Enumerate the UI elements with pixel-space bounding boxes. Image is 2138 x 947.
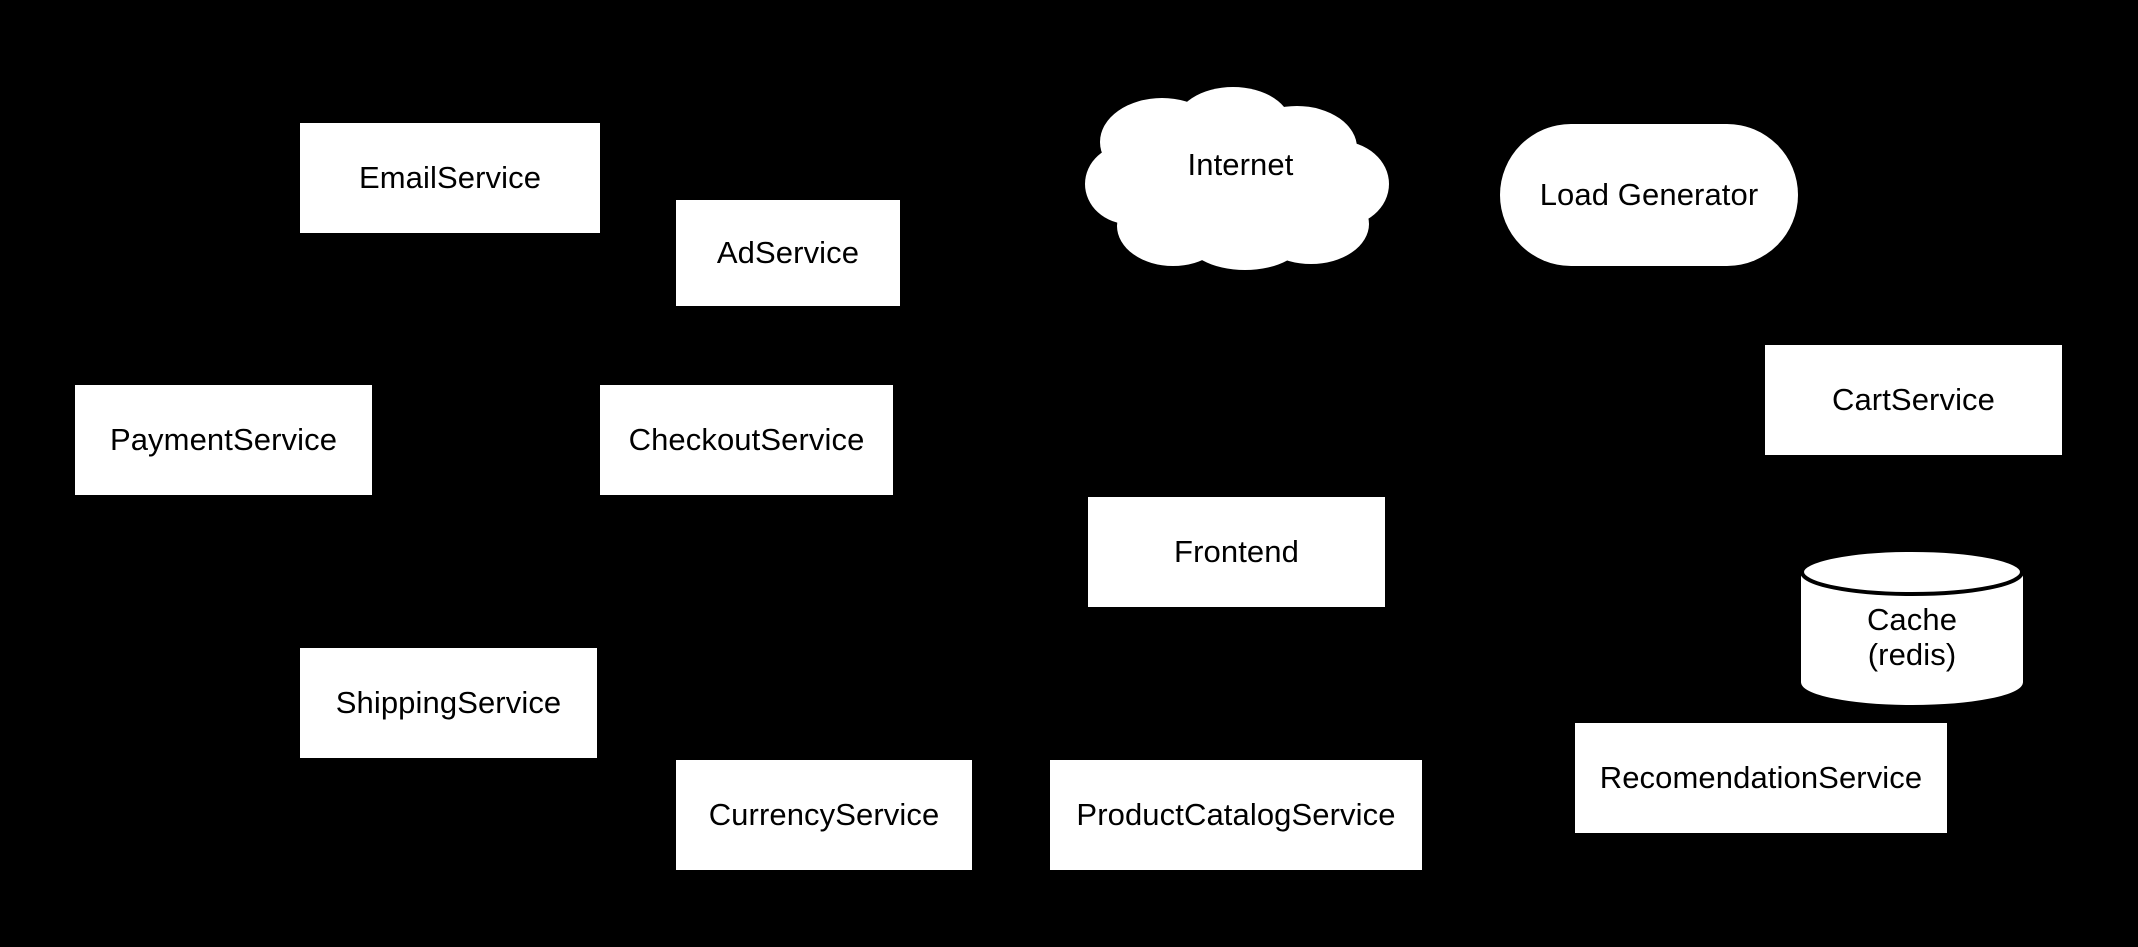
node-label-ad-service: AdService	[716, 235, 860, 271]
node-label-cart-service: CartService	[1831, 382, 1996, 418]
node-ad-service[interactable]: AdService	[676, 200, 900, 306]
node-cache-redis[interactable]: Cache (redis)	[1798, 548, 2026, 706]
node-internet[interactable]: Internet	[1085, 80, 1390, 270]
node-product-catalog-service[interactable]: ProductCatalogService	[1050, 760, 1422, 870]
node-load-generator[interactable]: Load Generator	[1500, 124, 1798, 266]
node-payment-service[interactable]: PaymentService	[75, 385, 372, 495]
cloud-icon	[1085, 87, 1389, 270]
node-shipping-service[interactable]: ShippingService	[300, 648, 597, 758]
node-cart-service[interactable]: CartService	[1765, 345, 2062, 455]
node-frontend[interactable]: Frontend	[1088, 497, 1385, 607]
node-currency-service[interactable]: CurrencyService	[676, 760, 972, 870]
node-label-payment-service: PaymentService	[109, 422, 338, 458]
node-label-shipping-service: ShippingService	[335, 685, 562, 721]
node-label-recomendation-service: RecomendationService	[1599, 760, 1923, 796]
node-email-service[interactable]: EmailService	[300, 123, 600, 233]
node-label-currency-service: CurrencyService	[708, 797, 940, 833]
node-label-email-service: EmailService	[358, 160, 542, 196]
node-label-load-generator: Load Generator	[1539, 177, 1759, 213]
node-label-frontend: Frontend	[1174, 534, 1299, 570]
node-label-checkout-service: CheckoutService	[628, 422, 865, 458]
database-cylinder-icon	[1800, 548, 2024, 705]
node-recomendation-service[interactable]: RecomendationService	[1575, 723, 1947, 833]
node-label-product-catalog-service: ProductCatalogService	[1076, 797, 1396, 833]
node-checkout-service[interactable]: CheckoutService	[600, 385, 893, 495]
